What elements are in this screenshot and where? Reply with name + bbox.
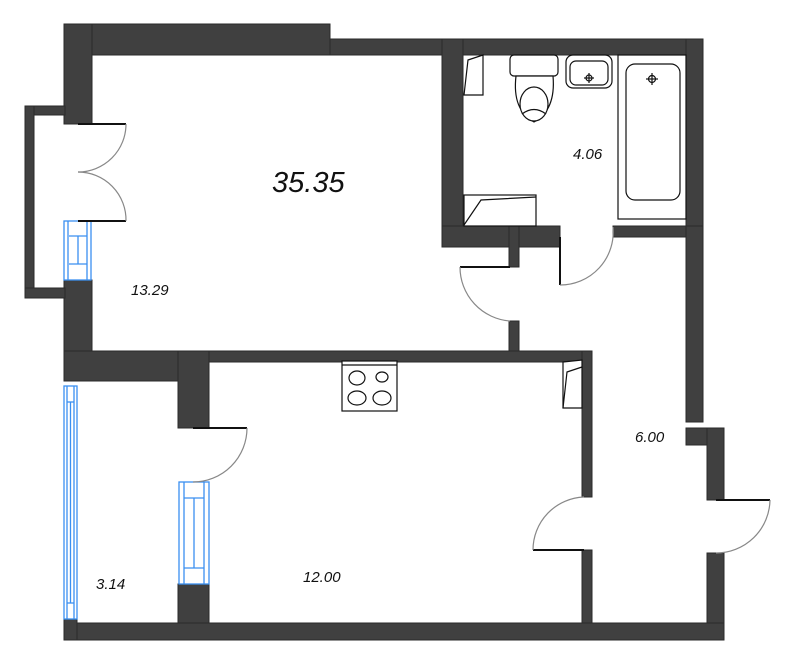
washing-machine-icon xyxy=(463,194,537,227)
radiator-bathroom xyxy=(463,54,484,96)
walls xyxy=(24,23,725,641)
window-living-room xyxy=(63,220,92,281)
door-bathroom xyxy=(559,226,614,286)
balcony-area-label: 3.14 xyxy=(96,576,126,593)
door-kitchen-hallway xyxy=(532,496,585,551)
door-kitchen-balcony xyxy=(192,427,248,483)
living-room-area-label: 13.29 xyxy=(131,282,169,299)
bathroom-area-label: 4.06 xyxy=(573,146,603,163)
toilet-icon xyxy=(509,54,559,123)
window-balcony xyxy=(63,385,78,620)
kitchen-area-label: 12.00 xyxy=(303,569,341,586)
hallway-area-label: 6.00 xyxy=(635,429,665,446)
door-entrance xyxy=(715,499,771,554)
bathtub-icon xyxy=(617,54,687,220)
stove-icon xyxy=(341,360,398,412)
double-door-balcony xyxy=(77,123,127,222)
radiator-kitchen xyxy=(562,359,583,409)
window-kitchen-balcony xyxy=(178,481,210,585)
door-living-room xyxy=(459,266,511,322)
sink-icon xyxy=(565,54,613,89)
total-area-label: 35.35 xyxy=(272,167,345,199)
